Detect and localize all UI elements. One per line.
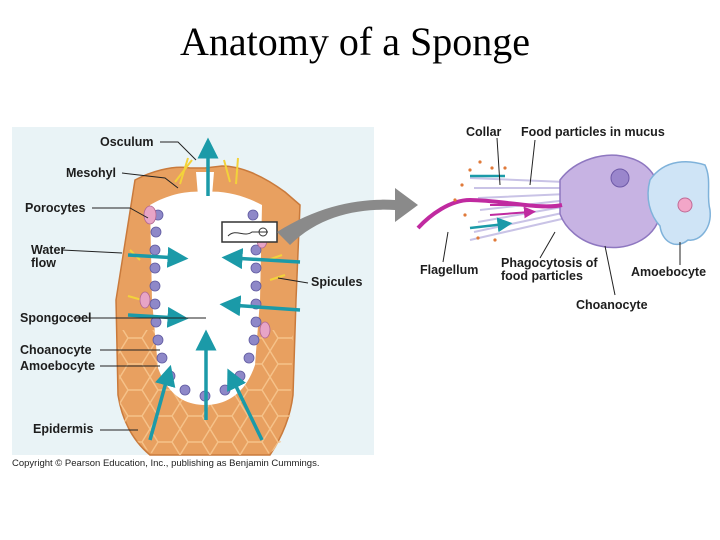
label-spicules: Spicules	[311, 275, 363, 289]
flagellum-line	[416, 197, 563, 230]
spicules	[127, 157, 286, 301]
label-food-particles: Food particles in mucus	[521, 125, 665, 139]
slide-title: Anatomy of a Sponge	[180, 19, 530, 64]
label-amoebocyte-left: Amoebocyte	[20, 359, 96, 373]
label-porocytes: Porocytes	[25, 201, 86, 215]
label-water-flow: Water flow	[31, 243, 66, 270]
label-flagellum: Flagellum	[420, 263, 479, 277]
callout-arrow	[277, 188, 418, 245]
food-particles	[453, 160, 507, 242]
label-spongocoel: Spongocoel	[20, 311, 92, 325]
osculum-opening	[196, 172, 214, 196]
label-amoebocyte-right: Amoebocyte	[631, 265, 707, 279]
detail-box	[221, 221, 278, 243]
label-mesohyl: Mesohyl	[66, 166, 117, 180]
label-collar: Collar	[466, 125, 502, 139]
choanocyte-detail	[416, 154, 711, 249]
label-phagocytosis: Phagocytosis of food particles	[501, 256, 598, 283]
label-epidermis: Epidermis	[33, 422, 94, 436]
label-osculum: Osculum	[100, 135, 154, 149]
copyright-notice: Copyright © Pearson Education, Inc., pub…	[12, 458, 320, 469]
label-choanocyte-right: Choanocyte	[576, 298, 648, 312]
label-choanocyte-left: Choanocyte	[20, 343, 92, 357]
label-leader-lines	[61, 137, 681, 431]
collar-fibers	[469, 177, 569, 241]
spongocoel-cavity	[150, 191, 262, 405]
choanocyte-cell	[559, 154, 662, 249]
